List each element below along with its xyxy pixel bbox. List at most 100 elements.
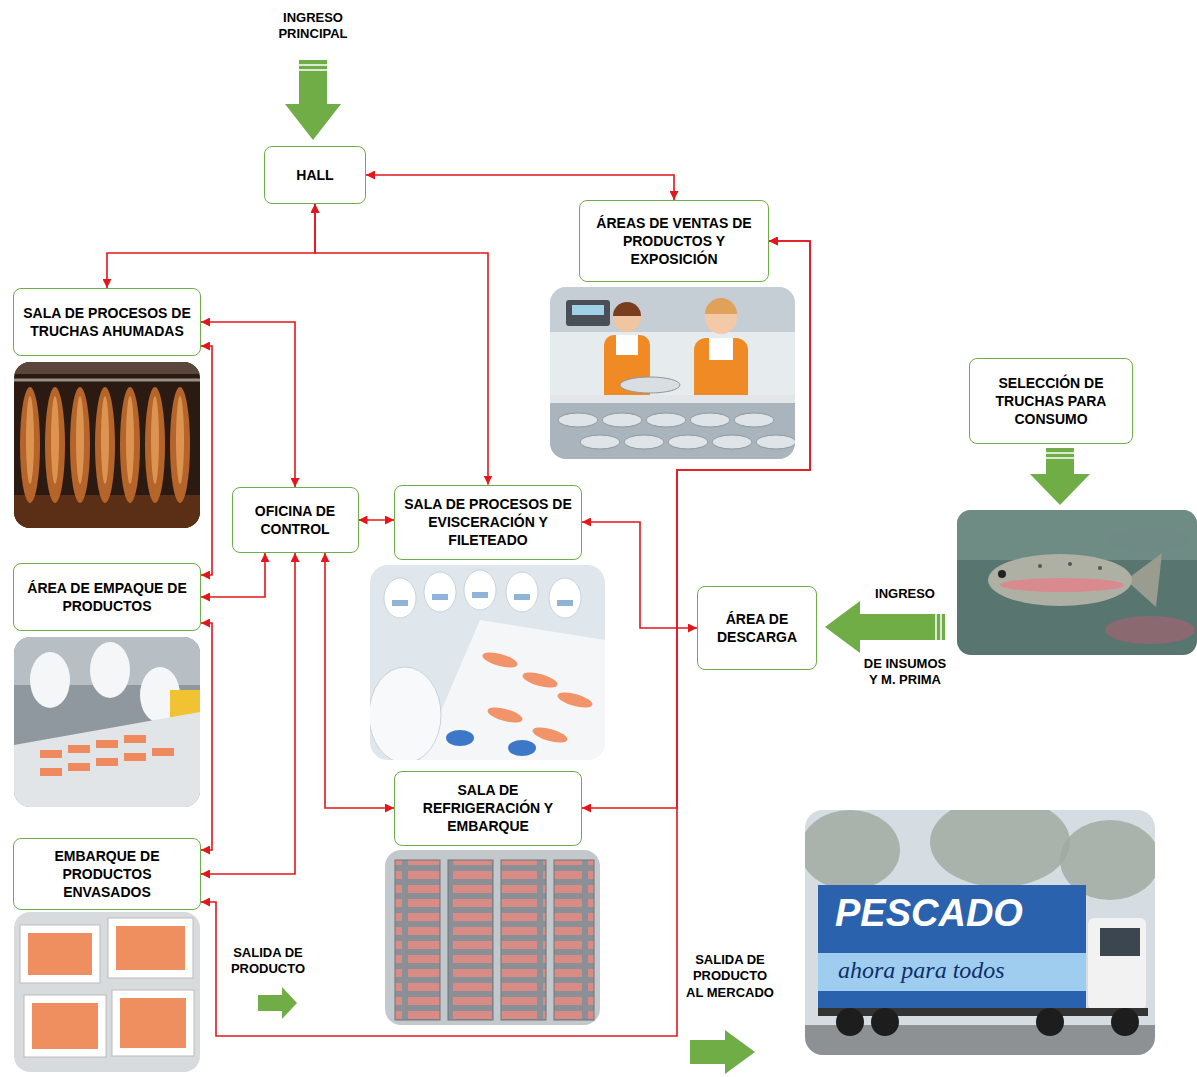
- packing-photo: [124, 735, 146, 743]
- flow-connector: [366, 175, 674, 200]
- filleting-photo: [557, 600, 573, 606]
- smoked-trout-photo: [14, 379, 200, 382]
- packing-photo: [90, 642, 130, 698]
- area-name: HALL: [273, 166, 357, 184]
- packing-photo: [68, 763, 90, 771]
- flow-connector: [201, 553, 295, 874]
- filleting-photo: [508, 740, 536, 756]
- sales-photo: [604, 335, 650, 405]
- area-name: SELECCIÓN DE TRUCHAS PARA CONSUMO: [978, 374, 1124, 429]
- sales-photo: [572, 305, 604, 315]
- area-text-group: ÁREA DE DESCARGA: [706, 610, 808, 646]
- packing-photo: [124, 753, 146, 761]
- sales-photo: [613, 302, 641, 316]
- area-box: HALL: [264, 146, 366, 204]
- packing-photo: [152, 748, 174, 756]
- sales-photo: [550, 287, 795, 459]
- filleting-photo: [514, 594, 530, 600]
- area-text-group: SELECCIÓN DE TRUCHAS PARA CONSUMO: [978, 374, 1124, 429]
- area-name: SALA DE REFRIGERACIÓN Y EMBARQUE: [403, 781, 573, 836]
- selection-arrow: [1030, 448, 1090, 505]
- sales-photo: [705, 298, 737, 314]
- flow-label: INGRESO PRINCIPAL: [258, 10, 368, 43]
- area-name: ÁREA DE EMPAQUE DE PRODUCTOS: [22, 579, 192, 615]
- cold-room-photo: [395, 860, 440, 1020]
- packed-boxes-photo: [24, 995, 106, 1057]
- sales-photo: [646, 413, 686, 427]
- sales-photo: [668, 435, 708, 449]
- market-exit-arrow: [690, 1030, 755, 1074]
- packing-photo: [14, 712, 200, 807]
- packing-photo: [14, 637, 200, 807]
- trout-photo: [1110, 528, 1190, 552]
- truck-photo: [818, 885, 1086, 1010]
- smoked-trout-photo: [14, 362, 200, 528]
- cold-room-photo: [501, 860, 546, 1020]
- area-box: SALA DE PROCESOS DE TRUCHAS AHUMADAS: [13, 288, 201, 356]
- cold-room-photo: [448, 860, 493, 1020]
- packed-boxes-photo: [14, 912, 200, 1072]
- flow-label: SALIDA DE PRODUCTO: [223, 945, 313, 978]
- sales-photo: [712, 435, 752, 449]
- area-text-group: OFICINA DE CONTROL: [241, 502, 350, 538]
- truck-photo: [818, 953, 1086, 991]
- truck-lettering: ahora para todos: [838, 955, 1083, 985]
- smoked-trout-photo: [45, 387, 65, 503]
- trout-photo: [1098, 566, 1102, 570]
- sales-photo: [620, 377, 680, 393]
- flow-label: INGRESO: [855, 586, 955, 602]
- packing-photo: [14, 637, 200, 807]
- area-box: EMBARQUE DE PRODUCTOS ENVASADOS: [13, 838, 201, 910]
- packing-photo: [96, 758, 118, 766]
- filleting-photo: [370, 565, 605, 760]
- sales-photo: [566, 300, 610, 326]
- cold-room-photo: [385, 850, 600, 1025]
- flow-connector: [201, 322, 295, 487]
- flow-label: SALIDA DE PRODUCTO AL MERCADO: [684, 952, 776, 1001]
- packing-photo: [40, 768, 62, 776]
- cold-room-photo: [554, 860, 594, 1020]
- smoked-trout-photo: [20, 387, 40, 503]
- sales-photo: [734, 413, 774, 427]
- trout-photo: [1038, 564, 1042, 568]
- sales-photo: [550, 287, 795, 459]
- sales-photo: [558, 413, 598, 427]
- sales-photo: [580, 435, 620, 449]
- truck-photo: [805, 810, 900, 890]
- filleting-photo: [420, 620, 605, 760]
- filleting-photo: [521, 670, 559, 691]
- selection-arrow: [1046, 452, 1074, 454]
- truck-photo: [1100, 928, 1140, 956]
- area-box: ÁREAS DE VENTAS DE PRODUCTOS Y EXPOSICIÓ…: [579, 200, 769, 282]
- filleting-photo: [384, 578, 416, 618]
- packed-boxes-photo: [14, 912, 200, 1072]
- trout-photo: [957, 510, 1197, 560]
- area-box: OFICINA DE CONTROL: [232, 487, 359, 553]
- filleting-photo: [472, 592, 488, 598]
- truck-photo: [930, 810, 1070, 887]
- smoked-trout-photo: [151, 396, 159, 484]
- packing-photo: [30, 652, 70, 708]
- packed-boxes-photo: [116, 926, 185, 970]
- selection-arrow: [1046, 457, 1074, 459]
- area-text-group: ÁREAS DE VENTAS DE PRODUCTOS Y EXPOSICIÓ…: [588, 214, 760, 269]
- supply-arrow: [825, 601, 945, 653]
- entrance-arrow: [299, 64, 327, 66]
- area-text-group: HALL: [273, 166, 357, 184]
- flow-connector: [201, 553, 265, 597]
- area-name: EMBARQUE DE PRODUCTOS ENVASADOS: [22, 847, 192, 902]
- area-name: ÁREA DE DESCARGA: [706, 610, 808, 646]
- filleting-photo: [392, 600, 408, 606]
- smoked-trout-photo: [176, 396, 184, 484]
- truck-lettering: PESCADO: [835, 893, 1080, 935]
- flow-connector: [315, 204, 488, 485]
- area-box: SALA DE REFRIGERACIÓN Y EMBARQUE: [394, 771, 582, 846]
- flow-connector: [582, 522, 697, 628]
- flow-connector: [201, 346, 212, 575]
- entrance-arrow: [285, 60, 341, 140]
- truck-photo: [818, 1008, 1148, 1016]
- area-name: ÁREAS DE VENTAS DE PRODUCTOS Y EXPOSICIÓ…: [588, 214, 760, 269]
- area-text-group: SALA DE REFRIGERACIÓN Y EMBARQUE: [403, 781, 573, 836]
- sales-photo: [624, 435, 664, 449]
